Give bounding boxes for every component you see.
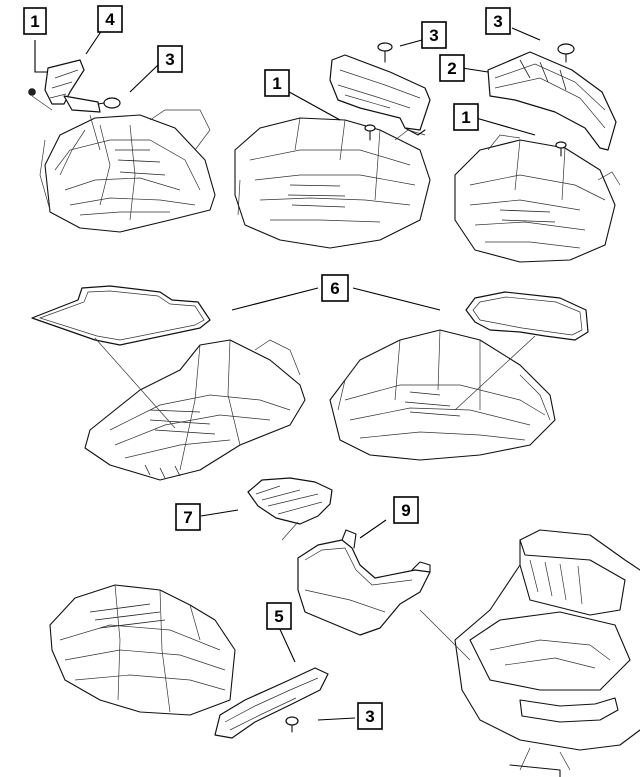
push-pin-fastener-icon (555, 141, 567, 157)
leader-line (85, 29, 103, 55)
callout-1: 1 (453, 103, 479, 131)
leader-line (475, 117, 536, 136)
callout-9: 9 (393, 496, 419, 524)
callout-6: 6 (321, 274, 349, 302)
svg-text:5: 5 (274, 607, 283, 626)
leader-line (231, 287, 319, 311)
leader-line (277, 624, 296, 663)
trunk-floor-view-middle-right (329, 329, 556, 461)
trunk-floor-view-top-middle (234, 117, 431, 249)
svg-text:1: 1 (461, 108, 470, 127)
trunk-mat-part-7 (247, 477, 333, 525)
svg-text:2: 2 (447, 59, 456, 78)
trunk-trim-panel-part-1 (329, 54, 431, 136)
callout-3: 3 (357, 702, 383, 730)
callout-1: 1 (23, 7, 47, 35)
leader-line (281, 87, 341, 121)
push-pin-fastener-icon (97, 97, 121, 109)
svg-text:1: 1 (30, 12, 39, 31)
callout-3: 3 (157, 45, 183, 73)
svg-text:6: 6 (330, 279, 339, 298)
svg-text:3: 3 (429, 26, 438, 45)
push-pin-fastener-icon (377, 42, 393, 63)
svg-text:4: 4 (105, 10, 115, 29)
trunk-floor-view-top-right (454, 134, 621, 263)
svg-text:3: 3 (493, 12, 502, 31)
svg-text:3: 3 (365, 707, 374, 726)
callout-3: 3 (421, 21, 447, 49)
callout-2: 2 (439, 54, 465, 82)
push-pin-fastener-icon (28, 88, 36, 96)
svg-text:9: 9 (401, 501, 410, 520)
callout-3: 3 (485, 7, 511, 35)
screw-fastener-icon (285, 716, 299, 733)
vehicle-trunk-open-view (454, 529, 640, 777)
trunk-floor-view-bottom-left (49, 584, 236, 716)
trunk-panel-part-9 (297, 529, 431, 636)
svg-text:1: 1 (272, 74, 281, 93)
leader-line (34, 40, 48, 73)
trunk-carpet-mat-right (465, 291, 589, 341)
push-pin-fastener-icon (364, 124, 376, 141)
svg-text:7: 7 (183, 508, 192, 527)
svg-text:3: 3 (165, 50, 174, 69)
trunk-liner-part-4 (44, 59, 101, 113)
push-pin-fastener-icon (557, 43, 575, 63)
trunk-carpet-mat-left (31, 285, 211, 346)
leader-line (317, 717, 356, 721)
leader-line (200, 509, 239, 517)
callout-5: 5 (266, 602, 292, 630)
leader-line (399, 39, 423, 47)
trunk-floor-view-top-left (39, 109, 216, 233)
trunk-trim-panel-part-2 (487, 51, 617, 151)
callout-7: 7 (175, 503, 201, 531)
leader-line (129, 64, 159, 93)
leader-line (359, 519, 387, 539)
leader-line (352, 287, 441, 311)
leader-line (511, 27, 541, 41)
trunk-sill-panel-part-5 (214, 667, 329, 739)
callout-4: 4 (97, 5, 123, 33)
callout-1: 1 (264, 69, 290, 97)
leader-line (461, 67, 489, 73)
trunk-floor-view-middle-left (84, 339, 306, 481)
